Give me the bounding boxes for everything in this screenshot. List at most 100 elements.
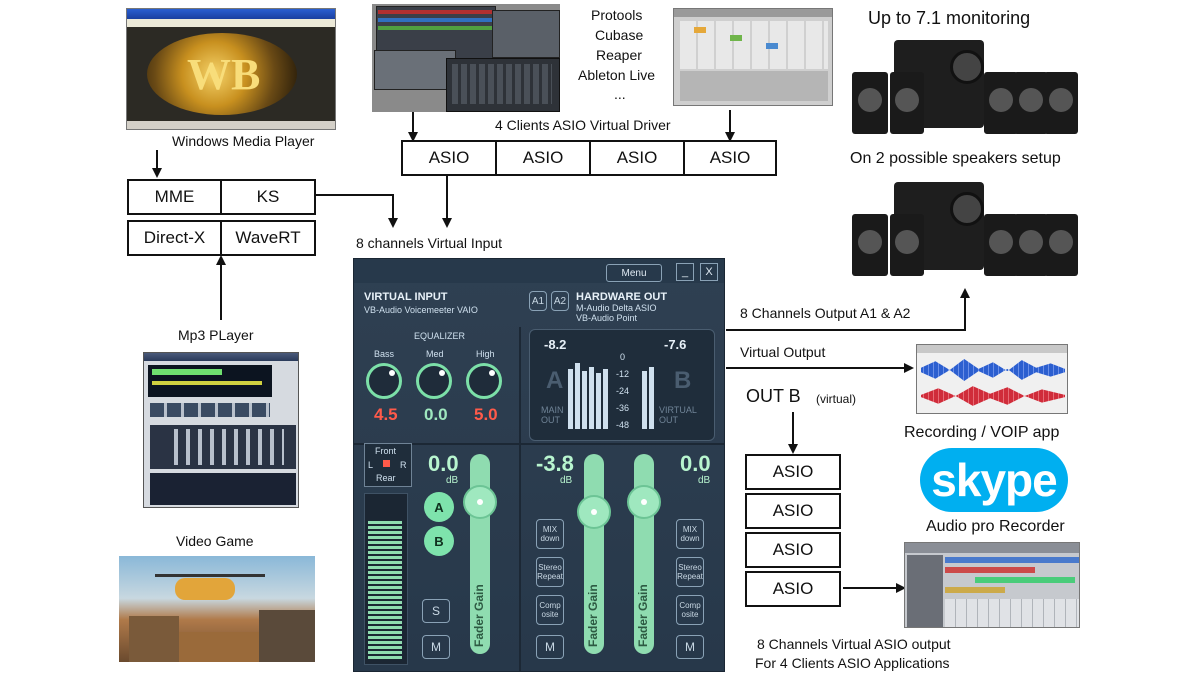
label-video-game: Video Game (176, 533, 254, 549)
route-a-button[interactable]: A (424, 492, 454, 522)
strip3-stereo-repeat-button[interactable]: Stereo Repeat (676, 557, 704, 587)
meter-scale-36: -36 (616, 403, 630, 413)
strip1-solo-button[interactable]: S (422, 599, 450, 623)
pan-r-label: R (400, 460, 407, 470)
meter-scale-0: 0 (620, 352, 626, 362)
hw-out-a1-button[interactable]: A1 (529, 291, 547, 311)
meter-right-value: -7.6 (664, 337, 687, 352)
daw-screenshots-collage (372, 4, 560, 112)
meter-scale-12: -12 (616, 369, 630, 379)
strip3-fader-label: Fader Gain (636, 584, 650, 647)
strip2-mute-button[interactable]: M (536, 635, 564, 659)
strip3-mute-button[interactable]: M (676, 635, 704, 659)
daw-item-ableton: Ableton Live (578, 67, 656, 83)
pan-rear-label: Rear (376, 473, 396, 483)
eq-bass-value: 4.5 (374, 405, 398, 424)
strip2-fader-handle[interactable] (577, 495, 611, 529)
hardware-out-device-2: VB-Audio Point (576, 313, 638, 323)
label-out-b-note: (virtual) (816, 392, 857, 406)
driver-box-wavert: WaveRT (220, 220, 316, 256)
meter-bar (596, 373, 601, 429)
pan-front-label: Front (375, 446, 397, 456)
asio-row-box-3: ASIO (589, 140, 685, 176)
strip2-composite-button[interactable]: Comp osite (536, 595, 564, 625)
hw-out-a2-button[interactable]: A2 (551, 291, 569, 311)
driver-box-directx: Direct-X (127, 220, 222, 256)
virtual-input-title: VIRTUAL INPUT (364, 291, 448, 303)
asio-col-box-2: ASIO (745, 493, 841, 529)
daw-item-ellipsis: ... (614, 86, 626, 102)
label-out-b: OUT B (746, 386, 801, 406)
label-asio-virtual-driver: 4 Clients ASIO Virtual Driver (495, 117, 671, 133)
strip1-gain-unit: dB (446, 475, 459, 486)
meter-left-value: -8.2 (544, 337, 567, 352)
driver-box-ks: KS (220, 179, 316, 215)
mixer-close-button[interactable]: X (700, 263, 718, 281)
label-monitoring: Up to 7.1 monitoring (868, 8, 1031, 28)
route-b-button[interactable]: B (424, 526, 454, 556)
strip1-mute-button[interactable]: M (422, 635, 450, 659)
strip3-mix-down-button[interactable]: MIX down (676, 519, 704, 549)
eq-med-label: Med (426, 349, 444, 359)
label-asio-output-line2: For 4 Clients ASIO Applications (755, 655, 950, 671)
main-out-label: MAIN OUT (541, 405, 564, 425)
winamp-screenshot (143, 352, 299, 508)
recording-app-screenshot (916, 344, 1068, 414)
panner-dot[interactable] (383, 460, 390, 467)
strip3-composite-button[interactable]: Comp osite (676, 595, 704, 625)
label-mp3-player: Mp3 PLayer (178, 327, 254, 343)
eq-bass-label: Bass (374, 349, 395, 359)
label-virtual-output: Virtual Output (740, 344, 826, 360)
eq-high-value: 5.0 (474, 405, 498, 424)
meter-bar (642, 371, 647, 429)
virtual-out-label: VIRTUAL OUT (659, 405, 697, 425)
mixer-minimize-button[interactable]: _ (676, 263, 694, 281)
strip3-fader-handle[interactable] (627, 485, 661, 519)
voicemeeter-mixer-window: Menu _ X VIRTUAL INPUT VB-Audio Voicemee… (353, 258, 725, 672)
skype-logo-text: skype (931, 454, 1057, 506)
skype-logo: skype (920, 448, 1068, 512)
meter-bar (568, 369, 573, 429)
mixer-menu-button[interactable]: Menu (606, 264, 662, 282)
asio-row-box-4: ASIO (683, 140, 777, 176)
driver-box-mme: MME (127, 179, 222, 215)
strip3-gain-unit: dB (698, 475, 711, 486)
asio-col-box-4: ASIO (745, 571, 841, 607)
video-game-screenshot (119, 556, 315, 662)
daw-item-reaper: Reaper (596, 47, 642, 63)
meter-bar (575, 363, 580, 429)
label-asio-output-line1: 8 Channels Virtual ASIO output (757, 636, 951, 652)
equalizer-title: EQUALIZER (414, 331, 466, 341)
meter-bar (603, 369, 608, 429)
label-audio-pro-recorder: Audio pro Recorder (926, 518, 1065, 535)
letter-a: A (546, 367, 564, 394)
hardware-out-title: HARDWARE OUT (576, 291, 668, 303)
eq-high-label: High (476, 349, 495, 359)
label-speakers-setup: On 2 possible speakers setup (850, 150, 1061, 167)
strip2-mix-down-button[interactable]: MIX down (536, 519, 564, 549)
windows-media-player-screenshot: WB (126, 8, 336, 130)
meter-bar (589, 367, 594, 429)
meter-scale-48: -48 (616, 420, 630, 430)
speakers-setup-2 (850, 178, 1080, 278)
meter-bar (649, 367, 654, 429)
label-output-a1-a2: 8 Channels Output A1 & A2 (740, 305, 911, 321)
ableton-screenshot (673, 8, 833, 106)
hardware-out-device-1: M-Audio Delta ASIO (576, 303, 657, 313)
strip1-gain-value: 0.0 (428, 451, 459, 476)
label-recording-voip: Recording / VOIP app (904, 424, 1060, 441)
audio-pro-recorder-screenshot (904, 542, 1080, 628)
label-virtual-input: 8 channels Virtual Input (356, 235, 503, 251)
strip2-stereo-repeat-button[interactable]: Stereo Repeat (536, 557, 564, 587)
strip1-fader-handle[interactable] (463, 485, 497, 519)
eq-med-value: 0.0 (424, 405, 448, 424)
pan-l-label: L (368, 460, 374, 470)
strip1-fader-label: Fader Gain (472, 584, 486, 647)
eq-bass-knob[interactable] (366, 363, 402, 399)
eq-high-knob[interactable] (466, 363, 502, 399)
asio-row-box-1: ASIO (401, 140, 497, 176)
asio-col-box-1: ASIO (745, 454, 841, 490)
asio-col-box-3: ASIO (745, 532, 841, 568)
letter-b: B (674, 367, 692, 394)
eq-med-knob[interactable] (416, 363, 452, 399)
